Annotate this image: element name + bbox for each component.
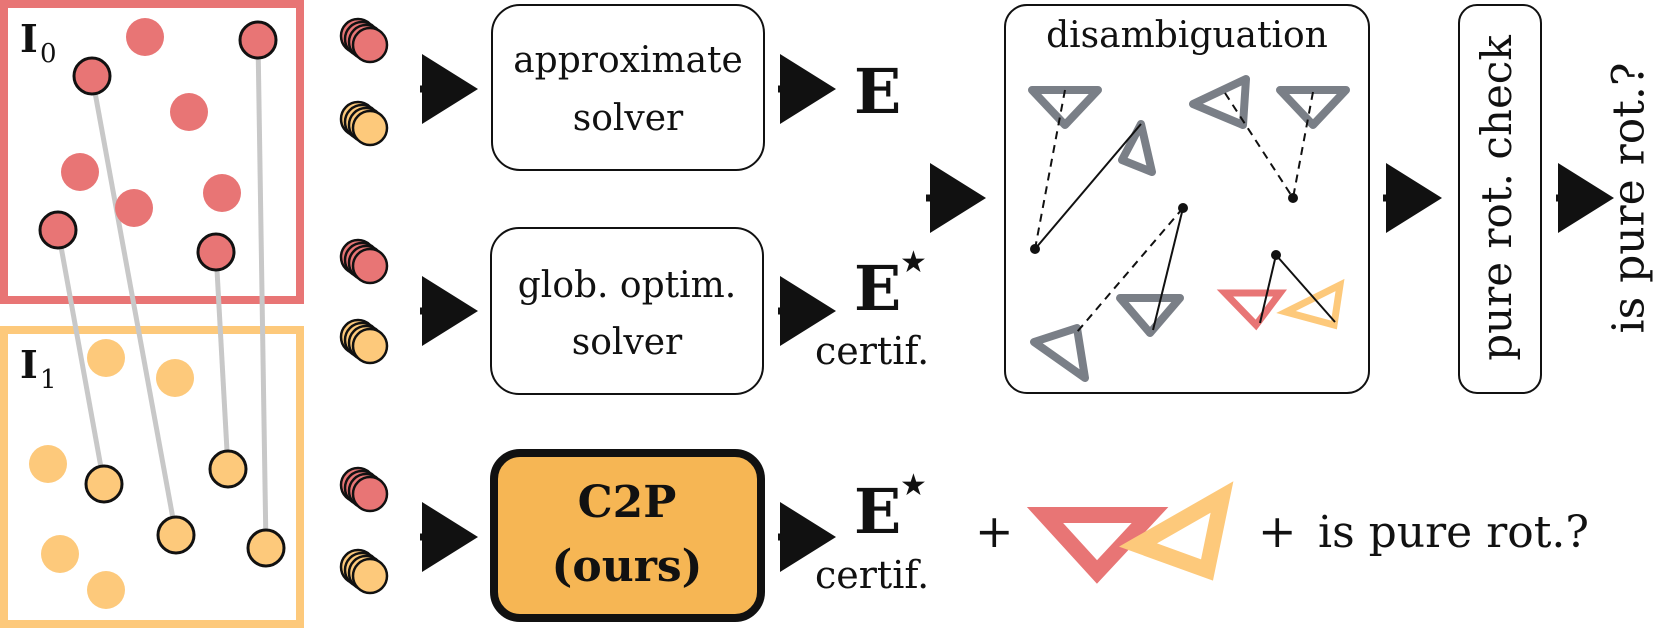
i1-unmatched-points <box>29 339 194 609</box>
ours-red-triangle <box>1026 507 1169 584</box>
point-stack-icon <box>339 100 389 147</box>
disambiguation-title: disambiguation <box>1046 15 1328 56</box>
row3-output-star: ★ <box>900 468 927 503</box>
stack-disc <box>351 247 389 285</box>
i0-matched-points <box>38 20 278 272</box>
approximate-solver-line1: approximate <box>513 40 743 81</box>
i0-unmatched-points <box>61 18 241 227</box>
stack-disc <box>351 109 389 147</box>
ours-pure-rot-text: is pure rot.? <box>1318 507 1589 558</box>
ours-plus-2: + <box>1258 504 1297 558</box>
pure-rot-check-box <box>1458 4 1542 394</box>
image-i0-subscript: 0 <box>40 39 57 69</box>
image-i1-label: I <box>20 342 38 387</box>
image-i0-label: I <box>20 16 38 61</box>
flow-arrows <box>420 54 1614 572</box>
row2-output-certif: certif. <box>815 329 929 373</box>
stack-disc <box>351 475 389 513</box>
point-stack-icon <box>339 238 389 285</box>
point-stack-icon <box>339 318 389 365</box>
approximate-solver-line2: solver <box>573 98 684 139</box>
c2p-ours-box <box>490 449 765 622</box>
ours-yellow-triangle <box>1119 481 1234 581</box>
stack-disc <box>351 557 389 595</box>
image-i1-subscript: 1 <box>40 365 57 395</box>
projection-lines <box>1034 89 1336 333</box>
row1-output-E: E <box>854 55 901 128</box>
camera-centers <box>1030 193 1298 260</box>
global-optim-solver-box <box>490 227 764 395</box>
c2p-line2: (ours) <box>552 541 703 592</box>
stack-disc <box>351 327 389 365</box>
candidate-triangles <box>1028 75 1350 382</box>
row3-output-E: E <box>854 475 901 548</box>
approximate-solver-box <box>491 4 765 171</box>
point-stack-icon <box>339 466 389 513</box>
point-stack-icon <box>339 548 389 595</box>
row3-output-certif: certif. <box>815 553 929 597</box>
image-i0-frame <box>0 0 304 304</box>
ours-plus-1: + <box>975 504 1014 558</box>
row2-output-E: E <box>854 252 901 325</box>
final-output-label: is pure rot.? <box>1604 63 1655 334</box>
global-optim-solver-line1: glob. optim. <box>518 265 736 306</box>
row2-output-star: ★ <box>900 245 927 280</box>
point-stack-icons <box>339 17 389 595</box>
pure-rot-check-label: pure rot. check <box>1472 35 1521 361</box>
correspondence-lines <box>55 39 269 549</box>
point-stack-icon <box>339 17 389 64</box>
stack-disc <box>351 26 389 64</box>
image-i1-frame <box>0 326 304 628</box>
global-optim-solver-line2: solver <box>572 322 683 363</box>
i1-matched-points <box>84 449 286 568</box>
c2p-line1: C2P <box>578 477 677 528</box>
